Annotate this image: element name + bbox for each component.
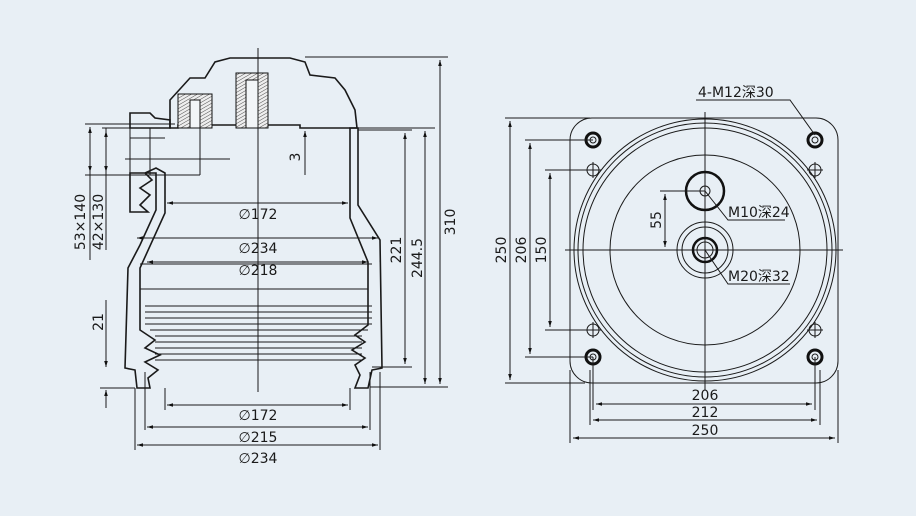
dim-d-bottom-outer: ∅234 bbox=[239, 451, 278, 467]
dim-thread-b: 42×130 bbox=[91, 194, 107, 250]
center-boss bbox=[676, 221, 734, 279]
callout-upper-hole: M10深24 bbox=[728, 205, 790, 221]
dim-thread-a: 53×140 bbox=[73, 194, 89, 250]
dim-height-inner: 221 bbox=[389, 237, 405, 264]
centerlines bbox=[565, 112, 843, 390]
callout-corner-holes: 4-M12深30 bbox=[698, 85, 774, 101]
dim-rib-pitch: 21 bbox=[91, 313, 107, 331]
dim-d-flare-outer: ∅234 bbox=[239, 241, 278, 257]
dim-d-bottom-mid: ∅215 bbox=[239, 430, 278, 446]
dim-offset: 3 bbox=[288, 153, 304, 162]
dim-height-outer: 250 bbox=[494, 237, 510, 264]
dim-d-bottom-inner: ∅172 bbox=[239, 408, 278, 424]
dim-height-body: 244.5 bbox=[410, 238, 426, 278]
body-right-wall bbox=[349, 127, 383, 389]
dim-d-inner-top: ∅172 bbox=[239, 207, 278, 223]
side-stub bbox=[129, 112, 171, 129]
dim-d-flare-inner: ∅218 bbox=[239, 263, 278, 279]
dim-height-total: 310 bbox=[443, 209, 459, 236]
plan-view: 206 212 250 250 206 150 55 4-M12深30 M10深… bbox=[494, 85, 843, 443]
dim-width-holes: 206 bbox=[692, 388, 719, 404]
side-view: ∅172 ∅234 ∅218 ∅172 ∅215 ∅234 310 244.5 … bbox=[73, 48, 459, 467]
dim-offset: 55 bbox=[649, 211, 665, 229]
dim-height-inner: 150 bbox=[534, 237, 550, 264]
dim-width-outer: 250 bbox=[692, 423, 719, 439]
corner-holes bbox=[584, 131, 824, 366]
insulator-cap bbox=[169, 57, 358, 129]
dim-width-bolts: 212 bbox=[692, 405, 719, 421]
body-left-wall bbox=[124, 167, 166, 389]
callout-center-hole: M20深32 bbox=[728, 269, 790, 285]
dim-height-holes: 206 bbox=[514, 237, 530, 264]
